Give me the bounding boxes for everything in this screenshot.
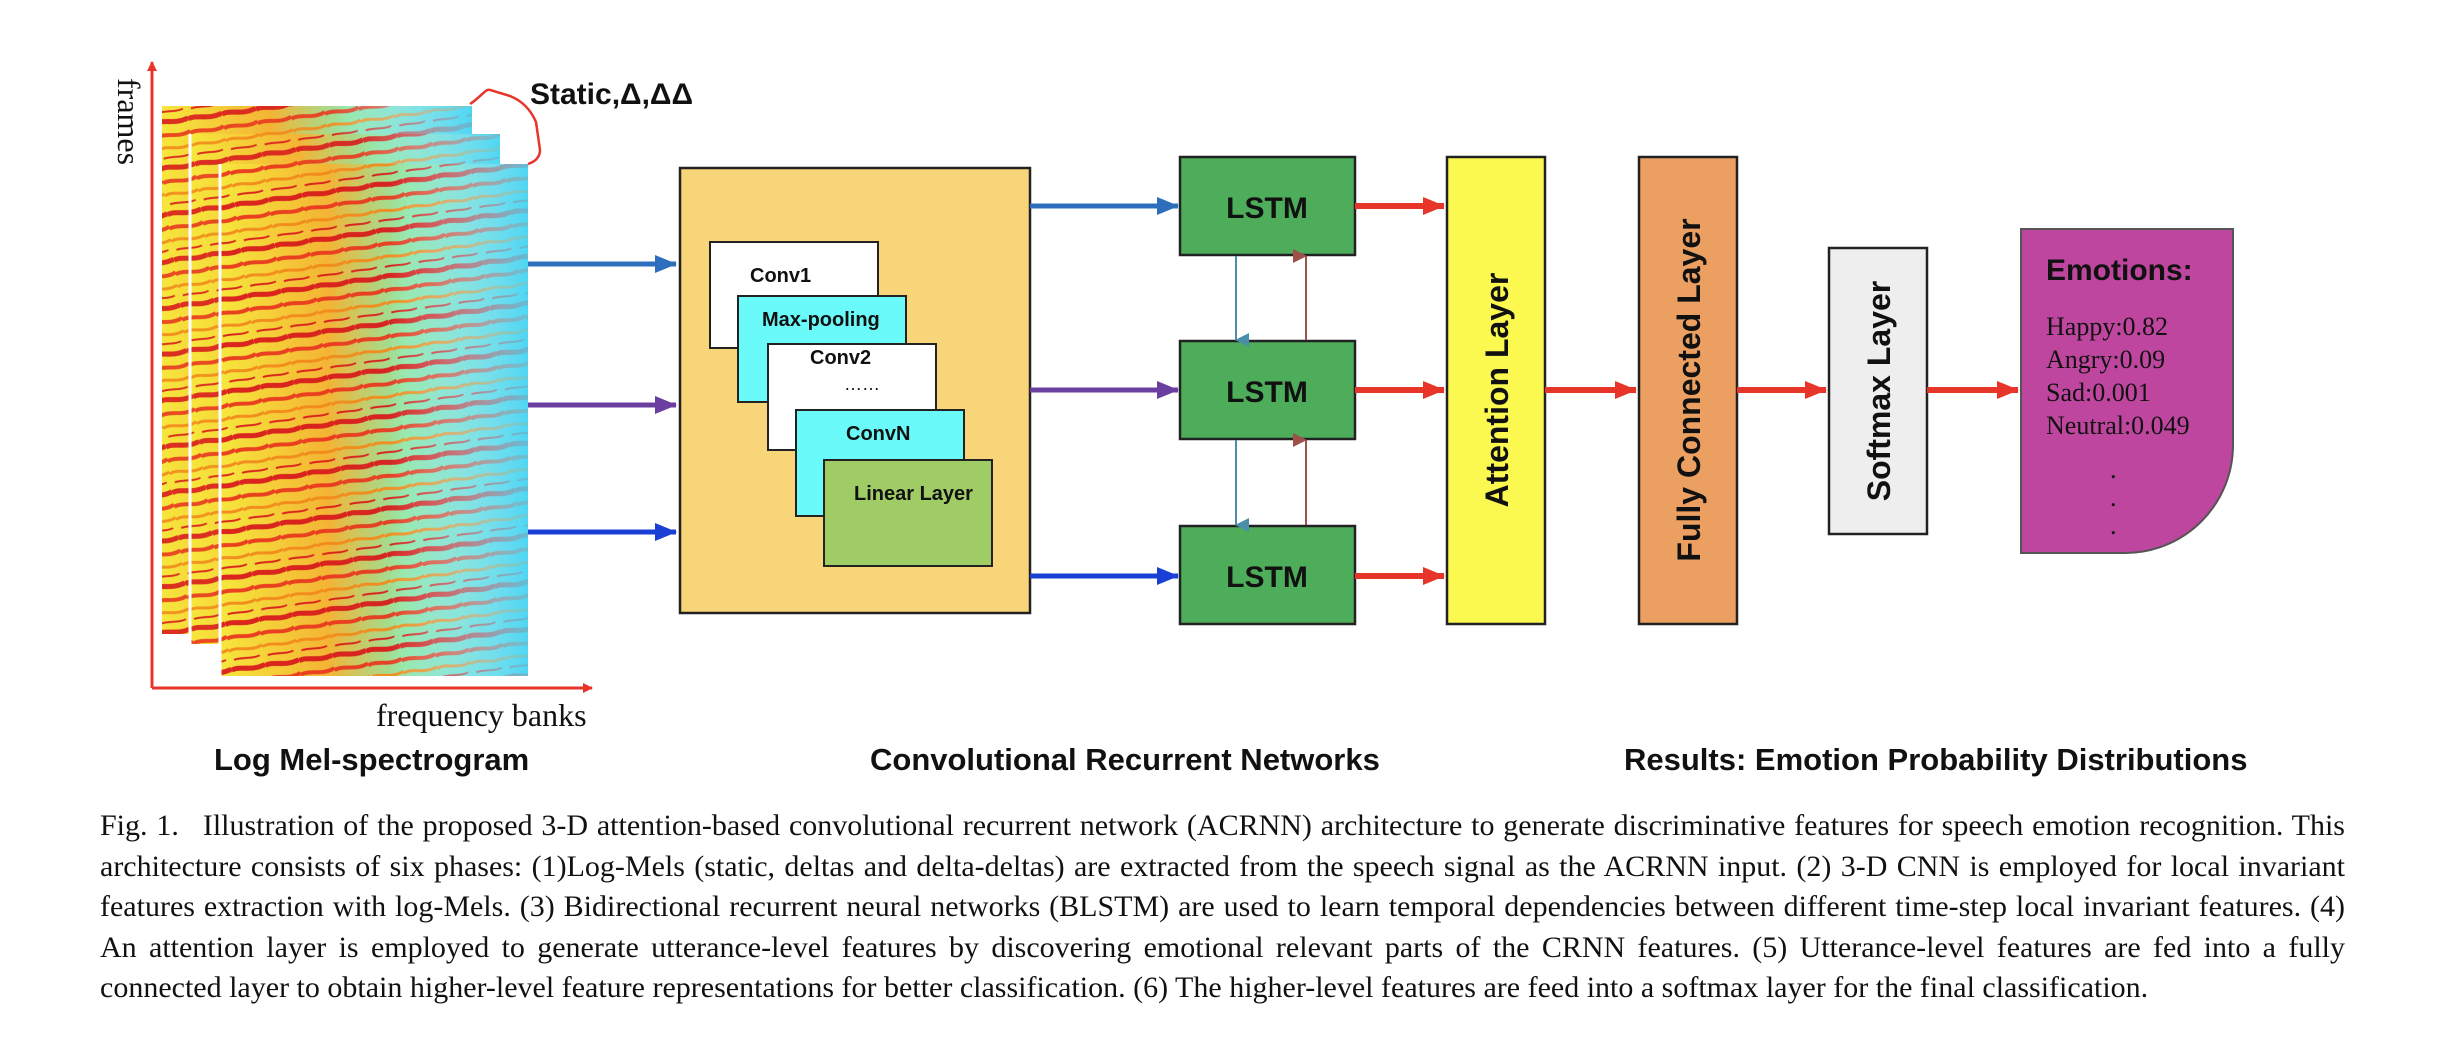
svg-text:Max-pooling: Max-pooling xyxy=(762,309,880,331)
emotion-happy: Happy:0.82 xyxy=(2046,312,2168,341)
svg-text:Conv1: Conv1 xyxy=(750,265,811,287)
lstm-cell-mid: LSTM xyxy=(1178,339,1357,441)
spectrogram-section-title: Log Mel-spectrogram xyxy=(214,742,529,777)
spectrogram-section: frames frequency banks Static,Δ,ΔΔ Log M… xyxy=(111,61,693,777)
svg-text:LSTM: LSTM xyxy=(1226,376,1308,409)
softmax-layer: Softmax Layer xyxy=(1827,246,1929,536)
svg-text:LSTM: LSTM xyxy=(1226,561,1308,594)
cnn-layer-linear: Linear Layer xyxy=(823,459,993,567)
svg-text:Linear Layer: Linear Layer xyxy=(854,483,973,505)
spectrogram-delta-delta xyxy=(218,164,528,676)
results-section-title: Results: Emotion Probability Distributio… xyxy=(1624,742,2247,777)
fully-connected-layer: Fully Connected Layer xyxy=(1637,155,1739,626)
cnn-block: Conv1 Max-pooling Conv2 …… ConvN Linear … xyxy=(678,166,1380,777)
emotion-dot-1: . xyxy=(2110,455,2117,484)
svg-text:ConvN: ConvN xyxy=(846,423,910,445)
svg-text:Fully Connected Layer: Fully Connected Layer xyxy=(1671,218,1707,561)
crnn-section-title: Convolutional Recurrent Networks xyxy=(870,742,1380,777)
stack-label: Static,Δ,ΔΔ xyxy=(530,78,693,111)
architecture-diagram: frames frequency banks Static,Δ,ΔΔ Log M… xyxy=(111,61,2247,777)
svg-text:Softmax Layer: Softmax Layer xyxy=(1861,281,1897,502)
lstm-cell-top: LSTM xyxy=(1178,155,1357,257)
figure-label: Fig. 1. xyxy=(100,809,179,842)
svg-text:Conv2: Conv2 xyxy=(810,347,871,369)
lstm-cell-bottom: LSTM xyxy=(1178,524,1357,626)
svg-text:LSTM: LSTM xyxy=(1226,192,1308,225)
emotion-dot-2: . xyxy=(2110,483,2117,512)
emotion-neutral: Neutral:0.049 xyxy=(2046,411,2190,440)
cnn-ellipsis: …… xyxy=(844,374,880,394)
y-axis-label: frames xyxy=(111,78,147,165)
emotions-output: Emotions: Happy:0.82 Angry:0.09 Sad:0.00… xyxy=(1624,228,2247,777)
emotion-sad: Sad:0.001 xyxy=(2046,378,2151,407)
figure-caption: Fig. 1.Illustration of the proposed 3-D … xyxy=(100,806,2345,1009)
emotion-angry: Angry:0.09 xyxy=(2046,345,2165,374)
attention-layer: Attention Layer xyxy=(1445,155,1547,626)
emotions-title: Emotions: xyxy=(2046,254,2193,287)
svg-text:Attention Layer: Attention Layer xyxy=(1479,273,1515,508)
stack-brace xyxy=(469,88,542,166)
x-axis-label: frequency banks xyxy=(376,697,587,733)
caption-text: Illustration of the proposed 3-D attenti… xyxy=(100,809,2345,1004)
emotion-dot-3: . xyxy=(2110,511,2117,540)
